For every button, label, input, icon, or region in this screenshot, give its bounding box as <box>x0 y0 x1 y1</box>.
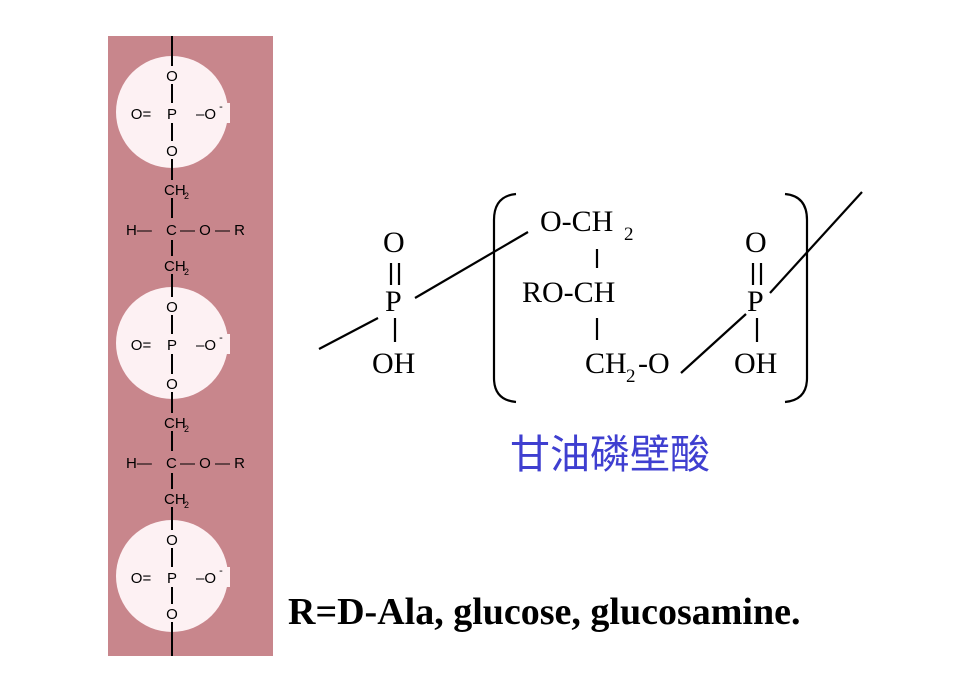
right-bracket <box>784 192 809 404</box>
svg-text:C: C <box>166 222 177 239</box>
chain-bond-in <box>318 317 379 350</box>
svg-text:O=: O= <box>131 337 152 354</box>
svg-text:CH: CH <box>164 415 186 432</box>
roch-label: RO-CH <box>522 276 615 309</box>
glycerol-unit-1: CH 2 H— C — O — R CH 2 <box>124 180 264 277</box>
svg-text:P: P <box>167 337 177 354</box>
ch2o-subscript: 2 <box>626 366 636 387</box>
svg-text:O: O <box>166 143 178 160</box>
chain-bond-o-p <box>680 313 747 374</box>
left-hydroxyl-label: OH <box>372 347 415 380</box>
och2-label: O-CH <box>540 205 613 238</box>
ch2o-tail-label: -O <box>638 347 670 380</box>
svg-text:O=: O= <box>131 106 152 123</box>
svg-text:O: O <box>166 376 178 393</box>
svg-text:CH: CH <box>164 182 186 199</box>
chain-bond-p-och2 <box>414 231 529 299</box>
svg-text:O: O <box>166 606 178 623</box>
phosphate-unit-3: O O= P –O - O <box>120 530 230 623</box>
phosphate-unit-2: O O= P –O - O <box>120 297 230 393</box>
svg-text:C: C <box>166 455 177 472</box>
svg-text:2: 2 <box>184 267 189 277</box>
svg-text:–O: –O <box>196 106 216 123</box>
svg-text:2: 2 <box>184 500 189 510</box>
svg-text:-: - <box>219 101 223 113</box>
svg-text:-: - <box>219 332 223 344</box>
right-oxo-label: O <box>745 226 767 259</box>
glycerol-unit-2: CH 2 H— C — O — R CH 2 <box>124 413 264 510</box>
svg-text:H—: H— <box>126 455 152 472</box>
right-phosphorus-label: P <box>747 285 764 318</box>
svg-text:H—: H— <box>126 222 152 239</box>
right-hydroxyl-label: OH <box>734 347 777 380</box>
svg-text:— O — R: — O — R <box>180 455 245 472</box>
svg-text:2: 2 <box>184 424 189 434</box>
left-bracket <box>492 192 517 404</box>
backbone-strip: O O= P –O - O CH 2 H— C — O — R CH 2 O <box>108 36 273 656</box>
svg-text:–O: –O <box>196 570 216 587</box>
svg-text:O=: O= <box>131 570 152 587</box>
footnote-r-group: R=D-Ala, glucose, glucosamine. <box>288 591 801 633</box>
svg-text:2: 2 <box>184 191 189 201</box>
svg-text:O: O <box>166 68 178 85</box>
chain-bond-out <box>769 191 863 294</box>
svg-text:O: O <box>166 299 178 316</box>
left-phosphorus-label: P <box>385 285 402 318</box>
svg-text:CH: CH <box>164 491 186 508</box>
svg-text:–O: –O <box>196 337 216 354</box>
structural-formula <box>318 191 863 404</box>
phosphate-unit-1: O O= P –O - O <box>120 66 230 160</box>
ch2o-label: CH <box>585 347 627 380</box>
left-oxo-label: O <box>383 226 405 259</box>
svg-text:— O — R: — O — R <box>180 222 245 239</box>
caption-glycerol-teichoic-acid: 甘油磷壁酸 <box>510 432 710 478</box>
formula-labels: O P OH O-CH 2 RO-CH CH 2 -O O P OH <box>372 205 777 387</box>
svg-text:P: P <box>167 570 177 587</box>
svg-text:P: P <box>167 106 177 123</box>
och2-subscript: 2 <box>624 224 634 245</box>
svg-text:-: - <box>219 565 223 577</box>
svg-text:CH: CH <box>164 258 186 275</box>
svg-text:O: O <box>166 532 178 549</box>
